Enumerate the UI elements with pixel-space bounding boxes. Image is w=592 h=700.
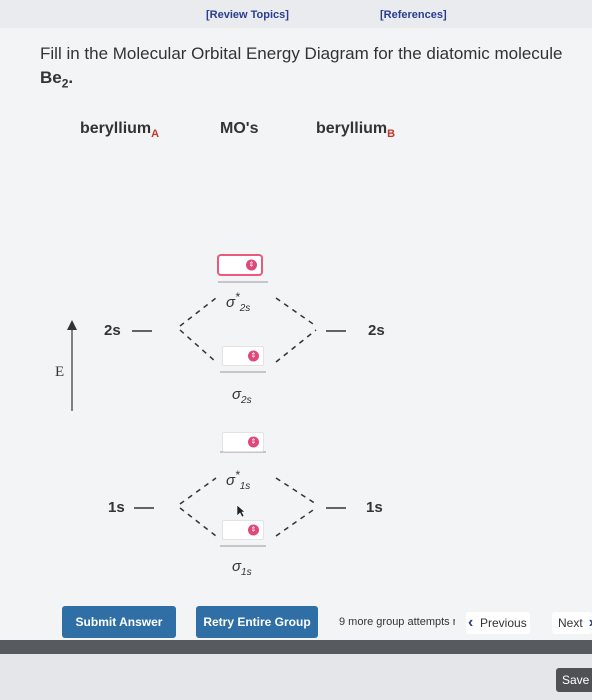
review-topics-link[interactable]: [Review Topics]	[206, 9, 289, 21]
formula-subscript: 2	[61, 76, 69, 91]
top-strip: [Review Topics] [References]	[0, 0, 592, 28]
header-atom-a: berylliumA	[80, 120, 159, 140]
question-text: Fill in the Molecular Orbital Energy Dia…	[40, 42, 585, 95]
header-atom-a-sub: A	[151, 128, 160, 141]
mo-sigma-star-2s-greek: σ	[226, 294, 236, 311]
question-prompt: Fill in the Molecular Orbital Energy Dia…	[40, 44, 563, 63]
next-button[interactable]: Next ›	[552, 612, 592, 634]
ao-b-1s-label: 1s	[366, 499, 383, 516]
corr-b2s-to-sigstar2s	[275, 297, 317, 327]
mouse-pointer-icon	[236, 504, 246, 518]
mo-sigma-star-2s-label: σ*2s	[226, 290, 250, 314]
mo-sigma-star-1s-label: σ*1s	[226, 468, 250, 492]
ao-b-2s-label: 2s	[368, 322, 385, 339]
updown-toggle-icon[interactable]: ⇕	[248, 436, 259, 448]
retry-group-button[interactable]: Retry Entire Group	[196, 606, 318, 638]
energy-axis-label: E	[55, 364, 65, 380]
ao-a-2s-label: 2s	[104, 322, 121, 339]
submit-answer-button[interactable]: Submit Answer	[62, 606, 176, 638]
corr-a1s-to-sig1s	[179, 507, 217, 537]
mo-sigma-1s-greek: σ	[232, 558, 242, 575]
next-label: Next	[558, 616, 583, 630]
header-mos: MO's	[220, 120, 259, 137]
previous-label: Previous	[480, 616, 527, 630]
corr-b2s-to-sig2s	[275, 329, 317, 363]
corr-a1s-to-sigstar1s	[179, 477, 217, 505]
molecule-formula: Be2.	[40, 68, 74, 91]
mo-sigma-star-2s-sub: 2s	[239, 303, 251, 314]
updown-toggle-icon[interactable]: ⇕	[246, 259, 257, 271]
header-atom-b: berylliumB	[316, 120, 395, 140]
updown-toggle-icon[interactable]: ⇕	[248, 350, 259, 362]
ao-a-1s-label: 1s	[108, 499, 125, 516]
mo-sigma-star-1s-sub: 1s	[239, 481, 251, 492]
mo-sigma-star-1s-slot[interactable]: ⇕	[222, 432, 264, 452]
mo-sigma-2s-label: σ2s	[232, 386, 252, 406]
mo-sigma-2s-sub: 2s	[241, 395, 252, 406]
corr-a2s-to-sigstar2s	[179, 297, 217, 327]
attempts-remaining-text: 9 more group attempts remaining	[339, 616, 455, 628]
previous-button[interactable]: ‹ Previous	[466, 612, 530, 634]
question-page: Fill in the Molecular Orbital Energy Dia…	[0, 28, 592, 640]
corr-a2s-to-sig2s	[179, 329, 217, 363]
mo-sigma-star-1s-star: *	[235, 468, 240, 482]
corr-b1s-to-sigstar1s	[275, 477, 317, 505]
header-atom-a-label: beryllium	[80, 120, 152, 137]
references-link[interactable]: [References]	[380, 9, 447, 21]
updown-toggle-icon[interactable]: ⇕	[248, 524, 259, 536]
mo-sigma-2s-greek: σ	[232, 386, 242, 403]
mo-sigma-star-1s-greek: σ	[226, 472, 236, 489]
mo-sigma-star-2s-star: *	[235, 290, 240, 304]
mo-sigma-1s-label: σ1s	[232, 558, 252, 578]
bottom-divider-bar	[0, 640, 592, 654]
save-exit-button[interactable]: Save and Exit	[556, 668, 592, 692]
mo-sigma-1s-slot[interactable]: ⇕	[222, 520, 264, 540]
diagram-lines	[67, 281, 346, 547]
header-atom-b-sub: B	[387, 128, 396, 141]
energy-axis-arrowhead	[67, 320, 77, 330]
chevron-left-icon: ‹	[468, 614, 474, 631]
chevron-right-icon: ›	[589, 612, 592, 634]
mo-sigma-star-2s-slot[interactable]: ⇕	[217, 254, 263, 276]
formula-period: .	[68, 68, 74, 87]
mo-sigma-2s-slot[interactable]: ⇕	[222, 346, 264, 366]
formula-element: Be	[40, 68, 62, 87]
header-atom-b-label: beryllium	[316, 120, 388, 137]
corr-b1s-to-sig1s	[275, 507, 317, 537]
mo-sigma-1s-sub: 1s	[241, 567, 252, 578]
footer: Save and Exit	[0, 654, 592, 700]
